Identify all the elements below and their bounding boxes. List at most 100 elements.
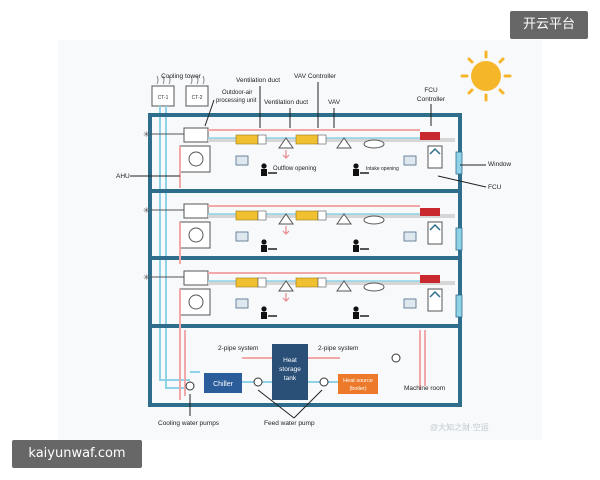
vav-box-3-2 xyxy=(295,277,319,288)
label-fcu-controller-1: FCU xyxy=(424,87,438,94)
person-head-1-2 xyxy=(353,163,359,169)
airflow-arrow-1 xyxy=(282,150,290,159)
vav-box-2-1 xyxy=(235,210,259,221)
diffuser-2-1 xyxy=(278,213,294,225)
label-pipe-left: 2-pipe system xyxy=(218,345,258,352)
ahu-fan-icon-1 xyxy=(188,151,204,167)
fcu-controller-3 xyxy=(420,275,440,283)
window-2 xyxy=(455,227,463,251)
heat-storage-tank xyxy=(272,344,308,400)
label-ct2: CT-2 xyxy=(192,95,203,101)
chiller-box xyxy=(204,373,242,393)
heat-source-boiler xyxy=(338,374,378,394)
label-window: Window xyxy=(488,161,511,168)
monitor-icon-1-1 xyxy=(235,155,249,166)
ahu-fan-icon-2 xyxy=(188,227,204,243)
person-head-2-2 xyxy=(353,239,359,245)
vav-box-1-2 xyxy=(295,134,319,145)
label-chiller: Chiller xyxy=(213,381,234,388)
watermark-text: @大知之财·空运 xyxy=(430,422,489,432)
label-ventilation-duct-2: Ventilation duct xyxy=(264,99,308,106)
intake-opening-2 xyxy=(363,215,385,225)
fan-icon-3: ✳ xyxy=(143,273,150,282)
label-cooling-tower: Cooling tower xyxy=(161,73,202,80)
label-ct1: CT-1 xyxy=(158,95,169,101)
person-body-1-1 xyxy=(261,169,267,176)
ahu-unit-2 xyxy=(179,221,211,249)
vav-damper-2-2 xyxy=(317,210,327,221)
label-machine-room: Machine room xyxy=(404,385,445,392)
vav-damper-2-1 xyxy=(257,210,267,221)
diffuser-1-2 xyxy=(336,137,352,149)
label-pipe-right: 2-pipe system xyxy=(318,345,358,352)
person-head-2-1 xyxy=(261,239,267,245)
diffuser-2-2 xyxy=(336,213,352,225)
label-heat-source-1: Heat source xyxy=(343,378,373,384)
monitor-icon-1-2 xyxy=(403,155,417,166)
fan-icon-2: ✳ xyxy=(143,206,150,215)
platform-badge: 开云平台 xyxy=(510,11,588,39)
person-body-3-2 xyxy=(353,312,359,319)
outdoor-air-unit-2 xyxy=(183,203,209,219)
label-cooling-pumps: Cooling water pumps xyxy=(158,420,220,427)
vav-damper-1-1 xyxy=(257,134,267,145)
vav-box-2-2 xyxy=(295,210,319,221)
diffuser-3-1 xyxy=(278,280,294,292)
outdoor-air-unit-1 xyxy=(183,127,209,143)
monitor-icon-3-2 xyxy=(403,298,417,309)
label-hst-2: storage xyxy=(279,366,301,373)
fcu-arrow-icon-3 xyxy=(429,290,441,298)
vav-box-1-1 xyxy=(235,134,259,145)
label-hst-1: Heat xyxy=(283,357,297,364)
label-fcu-controller-2: Controller xyxy=(417,96,446,103)
label-outdoor-air-2: processing unit xyxy=(216,98,257,104)
vav-damper-1-2 xyxy=(317,134,327,145)
label-ventilation-duct-1: Ventilation duct xyxy=(236,77,280,84)
vav-damper-3-2 xyxy=(317,277,327,288)
fcu-controller-1 xyxy=(420,132,440,140)
airflow-arrow-2 xyxy=(282,226,290,235)
person-head-1-1 xyxy=(261,163,267,169)
fcu-arrow-icon-1 xyxy=(429,147,441,155)
label-fcu: FCU xyxy=(488,184,502,191)
fcu-arrow-icon-2 xyxy=(429,223,441,231)
person-head-3-2 xyxy=(353,306,359,312)
ahu-unit-3 xyxy=(179,288,211,316)
window-3 xyxy=(455,294,463,318)
label-intake: Intake opening xyxy=(366,166,399,172)
intake-opening-1 xyxy=(363,139,385,149)
diffuser-1-1 xyxy=(278,137,294,149)
pump-icons xyxy=(185,353,401,391)
vav-box-3-1 xyxy=(235,277,259,288)
label-outflow: Outflow opening xyxy=(273,166,316,172)
intake-opening-3 xyxy=(363,282,385,292)
airflow-arrow-3 xyxy=(282,293,290,302)
monitor-icon-3-1 xyxy=(235,298,249,309)
cooling-tower-icon xyxy=(151,75,209,107)
site-watermark: kaiyunwaf.com xyxy=(12,440,142,468)
leader-lines xyxy=(130,82,487,419)
label-vav-controller: VAV Controller xyxy=(294,73,337,80)
label-heat-source-2: (boiler) xyxy=(349,386,366,392)
sun-icon xyxy=(460,50,512,102)
window-1 xyxy=(455,151,463,175)
monitor-icon-2-2 xyxy=(403,231,417,242)
ahu-fan-icon-3 xyxy=(188,294,204,310)
person-body-3-1 xyxy=(261,312,267,319)
label-ahu: AHU xyxy=(116,173,130,180)
diffuser-3-2 xyxy=(336,280,352,292)
fan-icon-1: ✳ xyxy=(143,130,150,139)
person-head-3-1 xyxy=(261,306,267,312)
label-feed-pump: Feed water pump xyxy=(264,420,315,427)
ahu-unit-1 xyxy=(179,145,211,173)
label-vav: VAV xyxy=(328,99,341,106)
vav-damper-3-1 xyxy=(257,277,267,288)
outdoor-air-unit-3 xyxy=(183,270,209,286)
person-body-2-1 xyxy=(261,245,267,252)
fcu-controller-2 xyxy=(420,208,440,216)
person-body-1-2 xyxy=(353,169,359,176)
machine-room: Chiller Heat storage tank Heat source (b… xyxy=(179,330,426,400)
label-hst-3: tank xyxy=(284,375,297,382)
person-body-2-2 xyxy=(353,245,359,252)
